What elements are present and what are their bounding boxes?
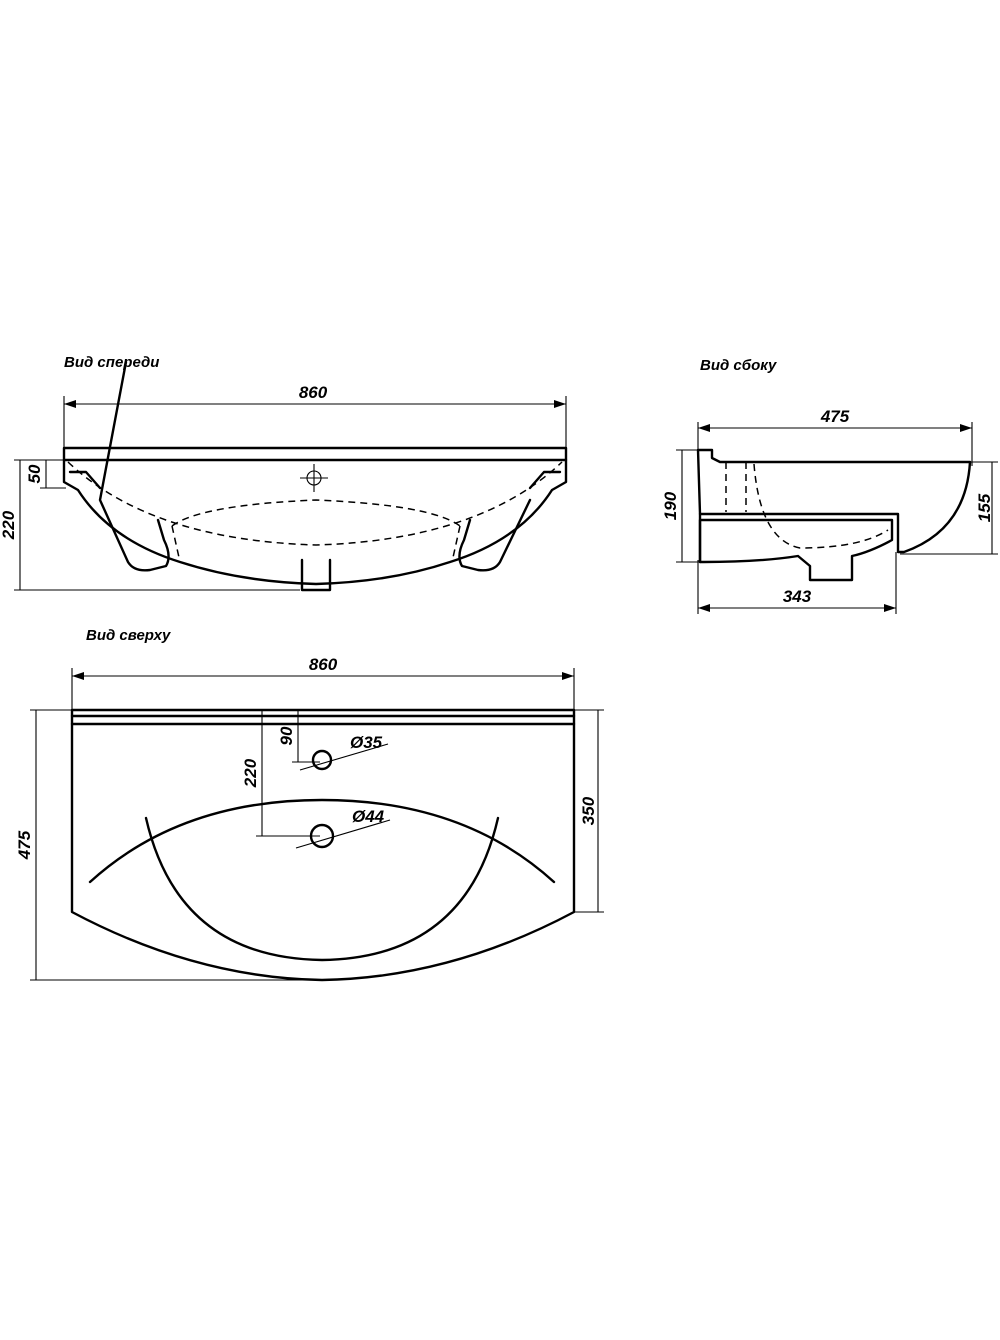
front-width-dimension: 860 [63,383,567,452]
top-sink-outline [70,708,576,982]
top-tap-offset-value: 90 [277,726,296,745]
side-bowl-height-dimension: 155 [900,461,998,555]
side-depth-dimension: 475 [697,407,973,466]
front-height-value: 220 [0,510,18,540]
top-bowl-curve [88,798,556,884]
front-width-value: 860 [299,383,328,402]
front-right-leg [458,498,532,572]
top-tap-offset-dimension: 90 [277,710,320,763]
front-drain-pipe [300,558,332,592]
front-height-dimension: 220 [0,459,300,591]
front-rim-dimension: 50 [25,459,66,489]
front-left-leg [98,360,170,572]
top-drain-offset-value: 220 [241,758,260,788]
front-rim-value: 50 [25,464,44,483]
top-bowl-depth-value: 350 [579,796,598,825]
front-tap-hole-mark [300,464,328,492]
side-height-value: 190 [661,491,680,520]
front-view: Вид спереди 860 50 220 [0,354,568,592]
side-base-dimension: 343 [697,552,897,614]
side-view: Вид сбоку 475 190 155 [661,357,998,614]
top-bowl-depth-dimension: 350 [574,709,604,913]
top-tap-hole-diameter: Ø35 [350,733,383,752]
side-depth-value: 475 [820,407,850,426]
top-width-dimension: 860 [71,655,575,712]
top-drain-hole: Ø44 [295,807,391,849]
top-depth-dimension: 475 [15,709,320,981]
side-base-value: 343 [783,587,812,606]
top-width-value: 860 [309,655,338,674]
side-view-label: Вид сбоку [700,357,777,374]
top-tap-hole: Ø35 [299,733,389,771]
top-drain-diameter: Ø44 [352,807,385,826]
front-bowl-hidden-line [67,461,563,546]
top-view: Вид сверху 860 475 350 [15,627,604,982]
side-sink-outline [696,448,972,554]
side-bowl-hidden-line [753,463,889,549]
top-drain-offset-dimension: 220 [241,710,320,837]
side-bowl-height-value: 155 [975,493,994,522]
front-view-label: Вид спереди [64,354,159,371]
top-view-label: Вид сверху [86,627,171,644]
top-depth-value: 475 [15,830,34,860]
front-sink-outline [62,446,568,586]
side-height-dimension: 190 [661,449,710,563]
